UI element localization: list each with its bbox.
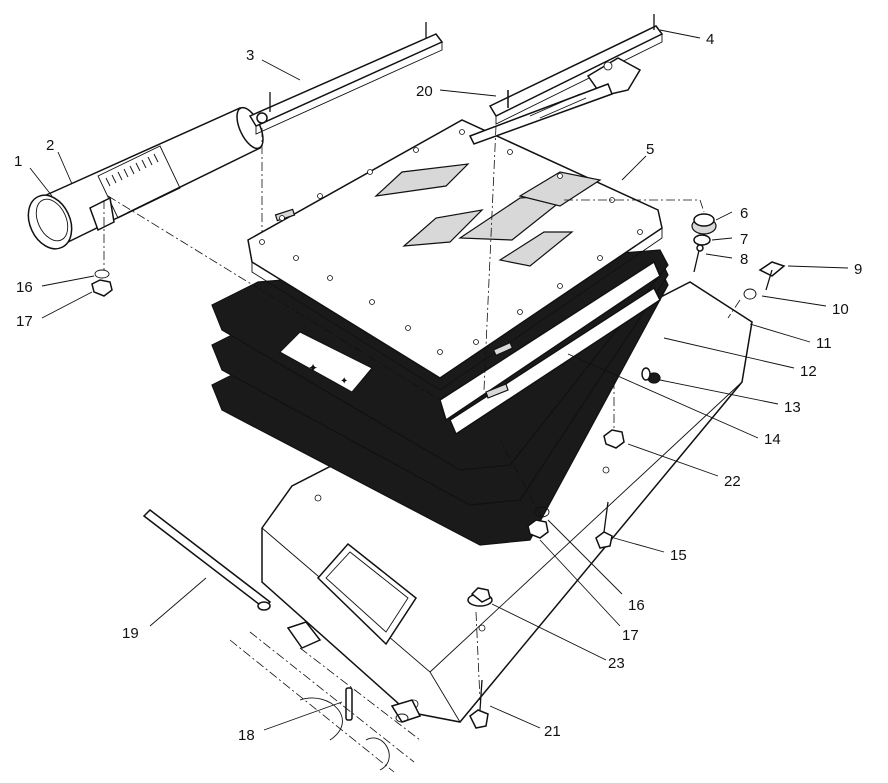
callout-16b: 16 xyxy=(628,597,645,614)
callout-12: 12 xyxy=(800,363,817,380)
callout-20: 20 xyxy=(416,83,433,100)
seat-adjust-icon: ✦ ✦ xyxy=(308,361,348,387)
svg-text:✦: ✦ xyxy=(308,361,318,375)
callout-16a: 16 xyxy=(16,279,33,296)
slide-rail-assembly xyxy=(439,260,661,436)
callout-7: 7 xyxy=(740,231,748,248)
callout-22: 22 xyxy=(724,473,741,490)
callout-1: 1 xyxy=(14,153,22,170)
seat-frame-plate xyxy=(247,119,663,391)
seat-rail-left xyxy=(248,22,444,135)
callout-5: 5 xyxy=(646,141,654,158)
leader-lines xyxy=(29,29,849,731)
callout-labels: 1 2 3 4 20 5 6 7 8 9 10 11 12 13 14 22 1… xyxy=(14,31,862,744)
callout-17a: 17 xyxy=(16,313,33,330)
callout-21: 21 xyxy=(544,723,561,740)
callout-23: 23 xyxy=(608,655,625,672)
callout-8: 8 xyxy=(740,251,748,268)
callout-2: 2 xyxy=(46,137,54,154)
callout-15: 15 xyxy=(670,547,687,564)
svg-text:✦: ✦ xyxy=(340,376,348,387)
callout-11: 11 xyxy=(816,335,832,352)
callout-14: 14 xyxy=(764,431,781,448)
callout-3: 3 xyxy=(246,47,254,64)
seat-adjust-lever xyxy=(468,83,613,145)
callout-10: 10 xyxy=(832,301,849,318)
callout-18: 18 xyxy=(238,727,255,744)
callout-17b: 17 xyxy=(622,627,639,644)
seat-adjust-tube xyxy=(27,106,264,250)
callout-13: 13 xyxy=(784,399,801,416)
callout-4: 4 xyxy=(706,31,714,48)
hardware xyxy=(91,90,786,729)
callout-19: 19 xyxy=(122,625,139,642)
callout-6: 6 xyxy=(740,205,748,222)
seat-rail-right xyxy=(488,14,664,125)
callout-9: 9 xyxy=(854,261,862,278)
assembly-centerlines xyxy=(103,125,741,773)
